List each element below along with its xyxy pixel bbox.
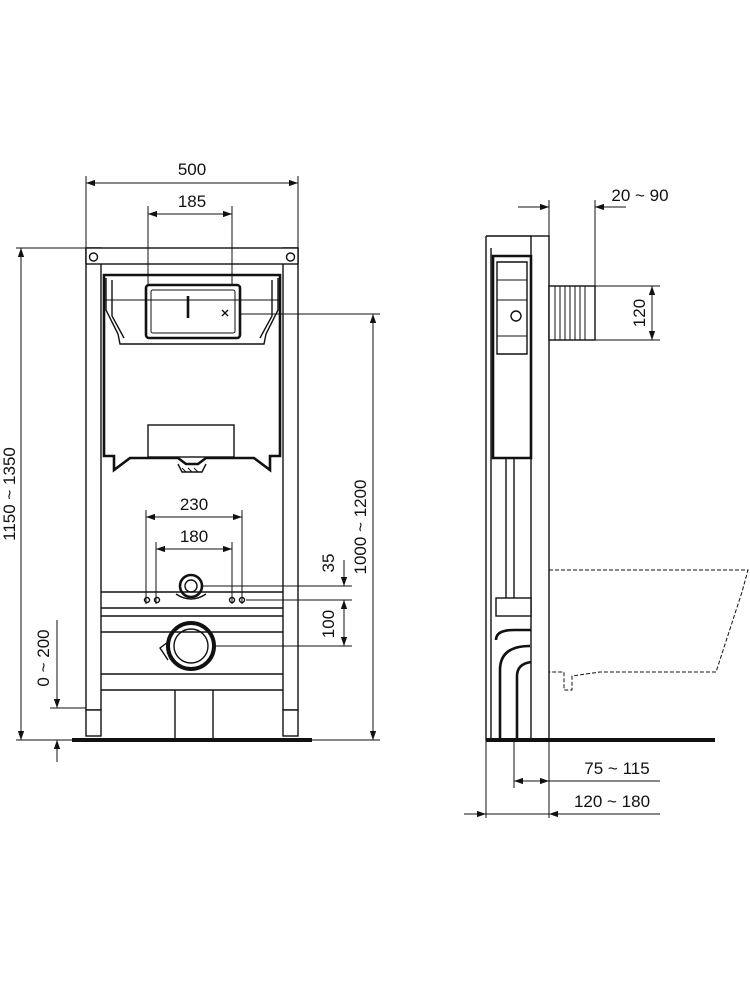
label-35: 35 — [319, 554, 338, 573]
valve-detail — [497, 279, 527, 337]
wall-panel — [530, 235, 550, 741]
cistern-outlet-grille — [181, 467, 199, 473]
wall-connector — [548, 285, 596, 341]
cistern-inner-shell — [105, 278, 279, 345]
actuator-plate — [150, 289, 236, 334]
label-20-90: 20 ~ 90 — [611, 186, 668, 205]
frame-hole-icon — [285, 252, 296, 262]
front-view: 500 185 1150 ~ 1350 1000 ~ 1200 230 180 — [0, 160, 380, 762]
stud-hole-icon — [153, 596, 161, 604]
label-185: 185 — [178, 192, 206, 211]
actuator-cross-icon — [221, 309, 229, 317]
bowl-bracket — [495, 597, 532, 617]
drain-pipe — [166, 621, 216, 671]
stud-hole-icon — [143, 596, 151, 604]
cistern-inner-shell — [111, 280, 273, 339]
water-inlet — [184, 579, 198, 593]
wall-hung-bowl — [549, 569, 749, 691]
frame-bottom-rail — [101, 673, 283, 691]
label-120-180: 120 ~ 180 — [574, 792, 650, 811]
label-1150-1350: 1150 ~ 1350 — [0, 447, 19, 541]
cistern-side — [491, 254, 533, 460]
frame-left-upright — [85, 247, 102, 711]
label-100: 100 — [319, 610, 338, 638]
label-0-200: 0 ~ 200 — [34, 629, 53, 686]
frame-hole-icon — [88, 252, 99, 262]
label-120: 120 — [630, 299, 649, 327]
drain-riser — [174, 690, 214, 738]
drain-elbow — [494, 628, 531, 641]
frame-rear — [485, 236, 492, 740]
label-500: 500 — [178, 160, 206, 179]
drain-pipe-inner — [173, 628, 209, 664]
water-inlet-bracket — [175, 593, 207, 600]
label-75-115: 75 ~ 115 — [584, 759, 649, 778]
drain-elbow — [515, 660, 532, 740]
frame-top-rail — [85, 247, 299, 265]
bowl-bracket-rail — [101, 615, 283, 633]
drain-clip — [159, 641, 169, 661]
frame-left-leg — [85, 709, 102, 737]
cistern-tank — [102, 273, 282, 473]
label-230: 230 — [180, 495, 208, 514]
label-1000-1200: 1000 ~ 1200 — [351, 479, 370, 574]
actuator-opening — [144, 283, 242, 340]
flush-pipe — [505, 458, 515, 600]
valve-housing — [496, 261, 528, 355]
label-180: 180 — [180, 527, 208, 546]
water-inlet — [178, 573, 204, 599]
drain-elbow — [498, 644, 531, 740]
frame-right-upright — [282, 247, 299, 711]
connector-thread — [554, 286, 586, 340]
frame-right-leg — [282, 709, 299, 737]
valve-knob-icon — [510, 310, 522, 322]
inspection-window — [147, 424, 235, 458]
side-view: 20 ~ 90 120 75 ~ 115 120 ~ 180 — [464, 186, 749, 818]
